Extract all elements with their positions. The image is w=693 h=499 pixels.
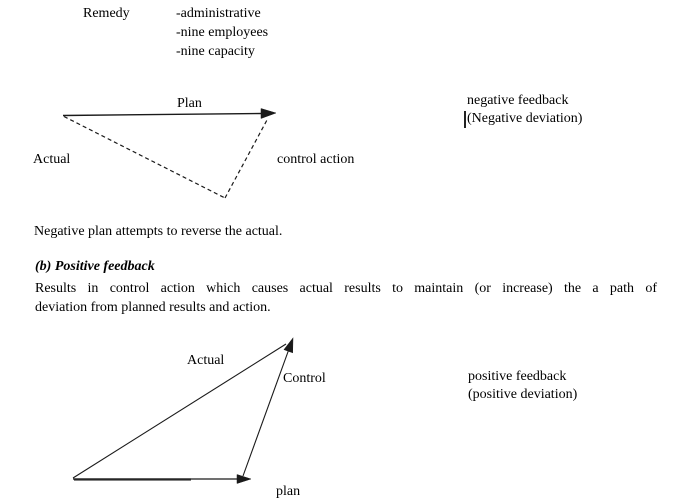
actual-label-positive: Actual [187, 353, 225, 368]
control-action-label: control action [277, 152, 355, 167]
paragraph-line-1: Results in control action which causes a… [35, 281, 657, 296]
positive-feedback-note-line1: positive feedback [468, 369, 567, 384]
plan-label-positive: plan [276, 484, 301, 499]
negative-feedback-note-line1: negative feedback [467, 93, 569, 108]
positive-feedback-diagram [72, 337, 294, 484]
plan-arrowhead-2 [236, 474, 252, 484]
negative-feedback-diagram [62, 108, 277, 199]
control-arrowhead [283, 337, 294, 354]
positive-feedback-note-line2: (positive deviation) [468, 387, 578, 402]
actual-dashed-line [63, 115, 226, 199]
stray-caret-mark [464, 111, 466, 128]
plan-arrowhead [260, 108, 277, 119]
control-action-dashed-line [224, 119, 268, 199]
positive-feedback-note: positive feedback (positive deviation) [468, 368, 577, 404]
control-label: Control [283, 371, 326, 386]
positive-feedback-paragraph: Results in control action which causes a… [35, 279, 657, 317]
plan-arrow-line [62, 112, 264, 117]
plan-arrow-label: Plan [177, 96, 202, 111]
actual-label-negative: Actual [33, 152, 71, 167]
remedy-item-nine-employees: -nine employees [176, 25, 269, 40]
negative-diagram-caption: Negative plan attempts to reverse the ac… [34, 224, 283, 239]
paragraph-line-2: deviation from planned results and actio… [35, 300, 271, 315]
negative-feedback-note-line2: (Negative deviation) [467, 111, 583, 126]
remedy-item-administrative: -administrative [176, 6, 261, 21]
actual-arrow-line [72, 343, 287, 479]
remedy-items: -administrative -nine employees -nine ca… [176, 4, 268, 61]
positive-feedback-heading: (b) Positive feedback [35, 259, 155, 274]
remedy-item-nine-capacity: -nine capacity [176, 44, 255, 59]
remedy-label: Remedy [83, 6, 130, 21]
negative-feedback-note: negative feedback (Negative deviation) [467, 92, 582, 128]
